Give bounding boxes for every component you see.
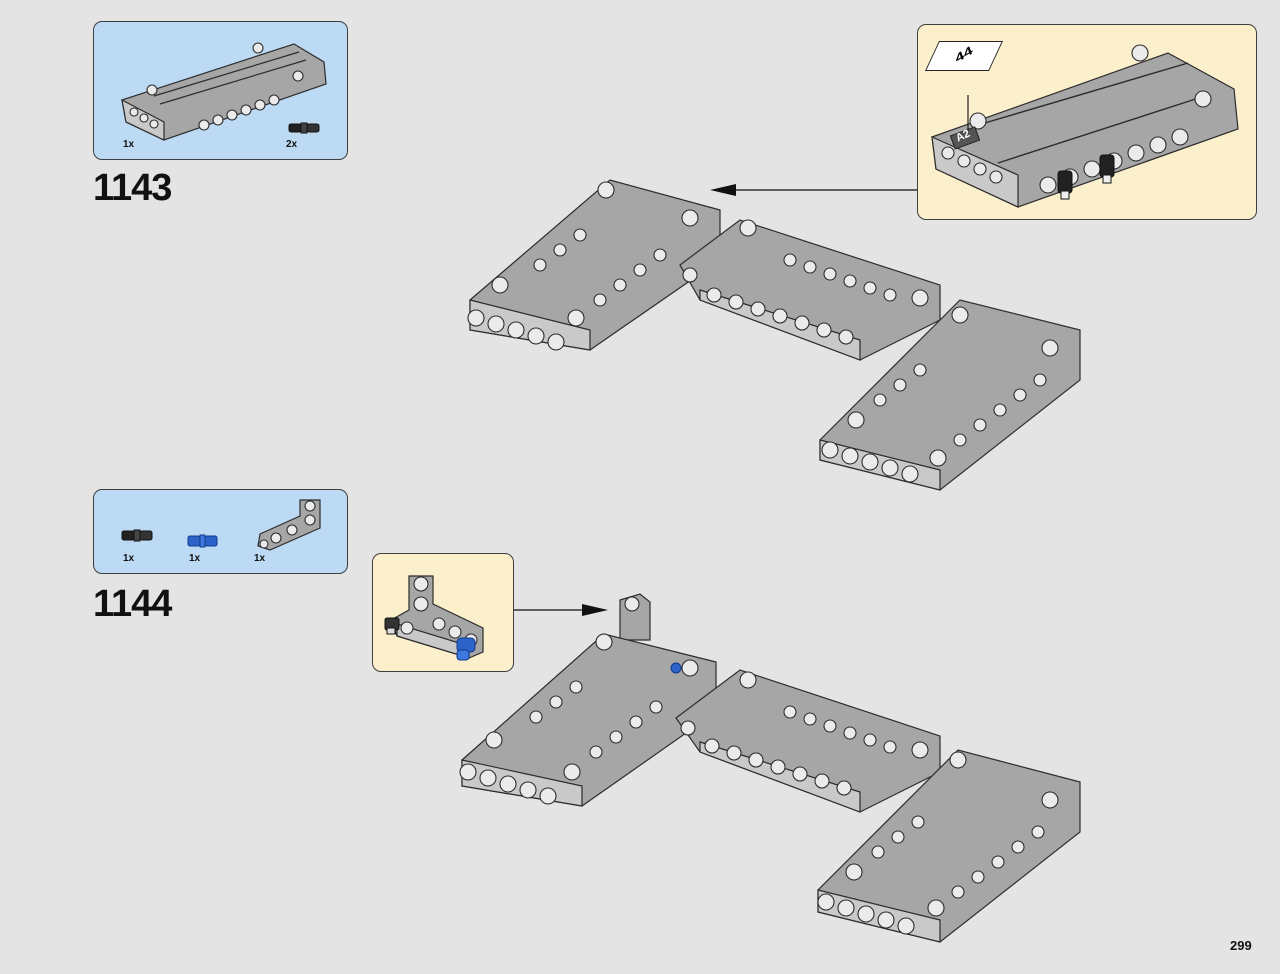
- page-number: 299: [1230, 938, 1252, 953]
- panel-icon: [121, 42, 327, 141]
- blue-axle-pin-icon: [670, 662, 682, 674]
- parts-list-1144: 1x 1x 1x: [93, 489, 348, 574]
- angled-beam-icon: [257, 499, 321, 551]
- part-quantity: 1x: [123, 553, 135, 564]
- part-quantity: 1x: [254, 553, 266, 564]
- step-number: 1143: [93, 167, 172, 209]
- black-axle-pin-icon: [1057, 154, 1115, 200]
- callout-1143: 44 A2: [917, 24, 1257, 220]
- parts-list-1143: 1x 2x: [93, 21, 348, 160]
- part-quantity: 1x: [123, 139, 135, 150]
- part-quantity: 1x: [189, 553, 201, 564]
- black-axle-pin-icon: [384, 617, 400, 635]
- callout-1144: [372, 553, 514, 672]
- black-axle-pin-icon: [288, 122, 320, 134]
- step-number: 1144: [93, 583, 172, 625]
- angled-beam-icon: [384, 575, 484, 661]
- black-axle-pin-icon: [121, 529, 153, 542]
- blue-axle-pin-icon: [187, 534, 218, 548]
- part-quantity: 2x: [286, 139, 298, 150]
- sticker-label: 44: [953, 42, 975, 66]
- panel-icon: [931, 44, 1239, 208]
